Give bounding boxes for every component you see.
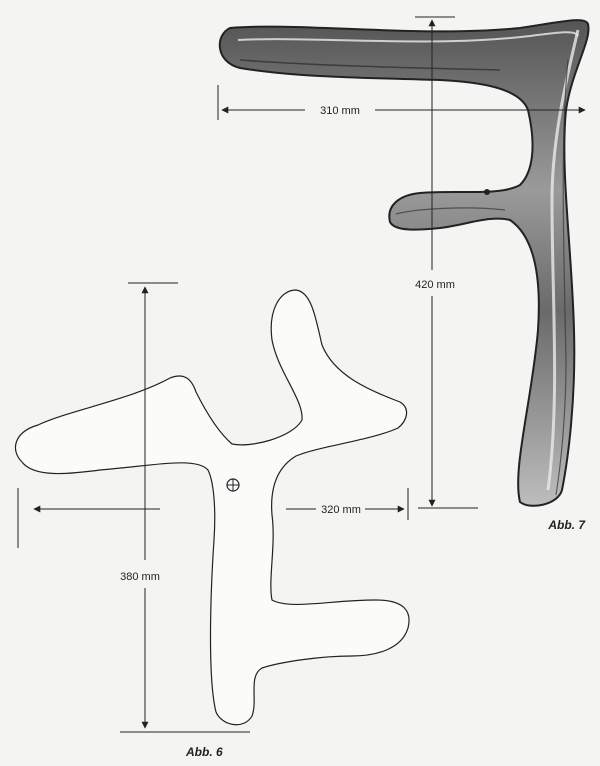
abb7-grain-vertical-2 — [555, 59, 569, 496]
abb7-grain-upper — [237, 31, 579, 43]
abb7-grain-upper-2 — [239, 59, 501, 71]
abb6-caption: Abb. 6 — [185, 745, 223, 759]
abb6-boomerang-outline — [14, 289, 410, 726]
abb7-height-label: 420 mm — [415, 279, 455, 291]
abb7-boomerang-shape — [218, 19, 590, 507]
abb7-caption: Abb. 7 — [547, 518, 586, 532]
abb7-grain-vertical — [546, 29, 580, 491]
abb7-width-label: 310 mm — [320, 105, 360, 117]
abb6-height-label: 380 mm — [120, 571, 160, 583]
figure-abb6: 320 mm 380 mm Abb. 6 — [14, 282, 410, 759]
abb7-knot — [484, 189, 490, 195]
abb6-width-label: 320 mm — [321, 504, 361, 516]
figure-abb7: 310 mm 420 mm Abb. 7 — [217, 16, 590, 532]
abb7-grain-small-arm — [395, 207, 506, 215]
